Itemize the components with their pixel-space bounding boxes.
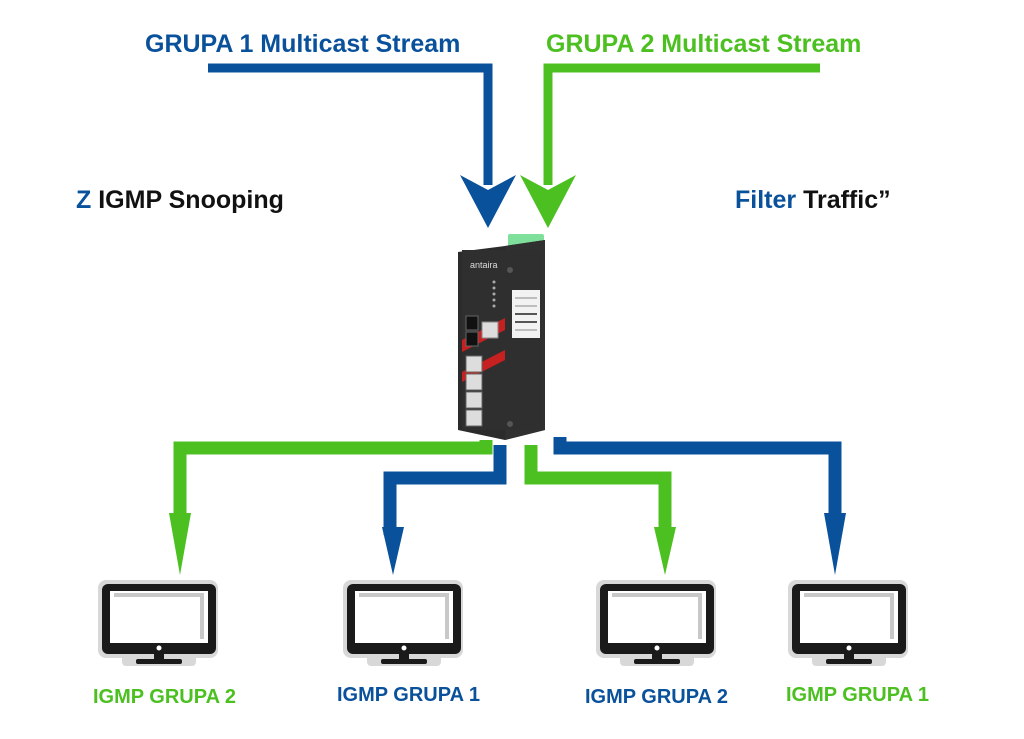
rj45-console-port [481, 321, 499, 339]
monitor-icon [596, 580, 716, 666]
network-switch: antaira [458, 234, 545, 440]
note-prefix: Z [76, 186, 92, 214]
branch-arrow-line [524, 445, 672, 535]
client-label: IGMP GRUPA 2 [93, 686, 236, 708]
branch-arrow-line [383, 445, 507, 535]
stream-label-group2: GRUPA 2 Multicast Stream [546, 30, 862, 58]
note-text: IGMP Snooping [98, 186, 284, 214]
rj45-port [465, 355, 483, 373]
rj45-port [465, 373, 483, 391]
filter-traffic-note: Filter Traffic” [735, 186, 891, 215]
monitor-icon [98, 580, 218, 666]
branch-arrow-head [382, 527, 404, 575]
client-label: IGMP GRUPA 2 [585, 686, 728, 708]
status-leds [492, 280, 496, 308]
branch-arrow-head [654, 527, 676, 575]
note-text: Traffic” [803, 186, 891, 214]
client-label: IGMP GRUPA 1 [337, 684, 480, 706]
note-prefix: Filter [735, 186, 797, 214]
monitor-icon [343, 580, 463, 666]
monitor-icon [788, 580, 908, 666]
stream-label-group1: GRUPA 1 Multicast Stream [145, 30, 461, 58]
branch-arrow-line [173, 440, 493, 520]
branch-arrow-line [553, 437, 842, 520]
stream-arrow-group1 [208, 63, 516, 228]
switch-brand: antaira [470, 260, 498, 270]
sfp-port [465, 331, 479, 347]
rj45-port [465, 391, 483, 409]
client-label: IGMP GRUPA 1 [786, 684, 929, 706]
igmp-snooping-note: Z IGMP Snooping [76, 186, 284, 215]
rj45-port [465, 409, 483, 427]
branch-arrow-head [824, 513, 846, 575]
stream-arrow-group2 [520, 63, 820, 228]
branch-arrow-head [169, 513, 191, 575]
sfp-port [465, 315, 479, 331]
